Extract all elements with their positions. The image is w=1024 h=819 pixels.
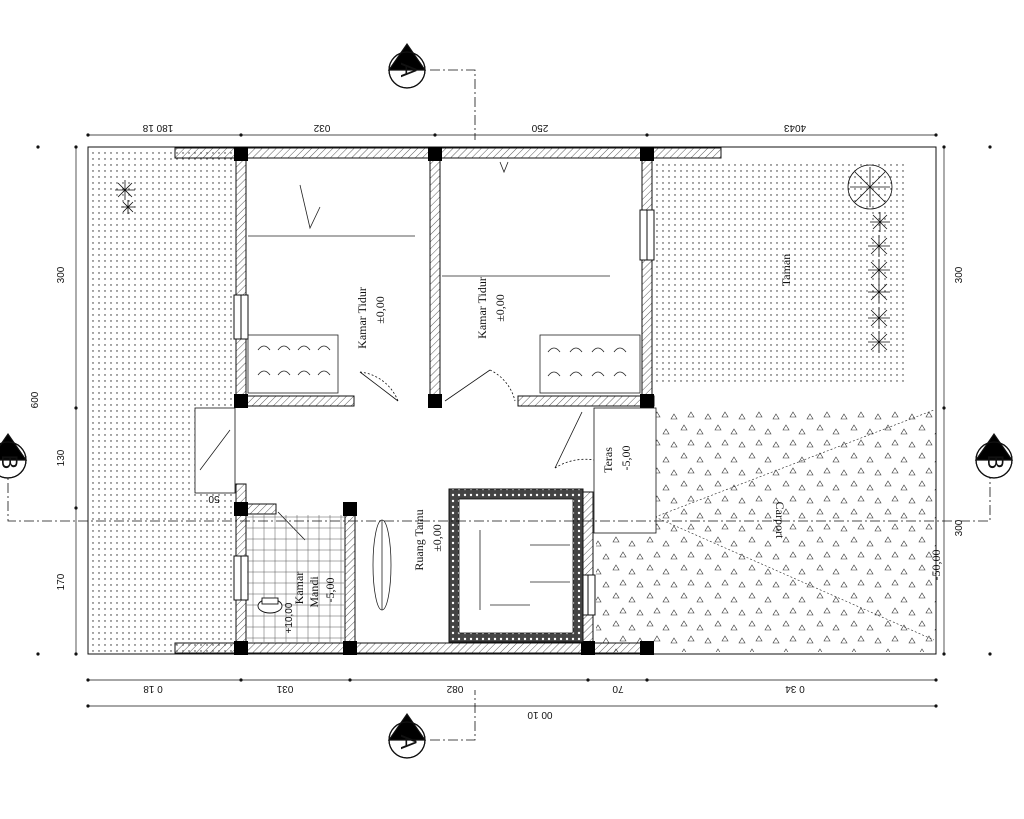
terrace-floor [593,407,657,534]
bed-right [539,334,641,394]
dimension-lines [75,134,945,707]
dim-left-2: 600 [30,391,41,408]
bathroom-tiles [247,515,344,642]
left-landscape [90,149,236,652]
section-label-a-bottom: A [396,735,421,750]
plant-icon [115,180,135,214]
dim-bottom-2: 031 [276,683,293,694]
dim-bottom-total: 00 10 [527,709,552,720]
room-label-carport: Carport [773,502,787,539]
dimension-ticks [36,133,992,708]
tree-icon [847,164,893,210]
dim-top-1: 180 18 [142,122,173,133]
columns [234,147,654,655]
cabinet-lines [479,530,570,610]
carport-diagonal [654,409,935,518]
wardrobe-lines [248,161,610,277]
section-label-a-top: A [396,63,421,78]
room-label-bathroom-2: Mandi [307,576,321,608]
room-label-bedroom-right: Kamar Tidur [475,277,489,339]
room-label-terrace: Teras [601,447,615,473]
garden-area [654,160,908,383]
dim-right-1: 300 [954,266,965,283]
step-line [199,429,231,471]
windows [233,209,655,616]
section-label-b-right: B [983,455,1008,470]
feature-wall-inner [458,498,574,634]
carport-diagonal-2 [654,516,935,641]
dim-top-3: 250 [531,122,548,133]
site-boundary [87,146,937,655]
room-label-bathroom: Kamar [292,572,306,605]
room-level-living: ±0,00 [430,524,444,552]
dim-bottom-1: 0 18 [143,683,163,694]
dim-top-2: 032 [313,122,330,133]
section-markers [0,42,1014,759]
room-level-bedroom-right: ±0,00 [493,294,507,322]
room-label-bedroom-left: Kamar Tidur [355,287,369,349]
bathroom-floor-mark: +10,00 [284,602,295,633]
room-level-carport: -50,00 [929,550,943,581]
room-label-garden: Taman [779,254,793,286]
room-level-bedroom-left: ±0,00 [373,296,387,324]
sofa [372,519,392,611]
dim-top-4: 4043 [783,122,806,133]
dim-bottom-4: 70 [612,683,624,694]
shrub-row-icon [868,212,890,353]
dim-step-width: 50 [208,493,220,504]
dim-bottom-5: 0 34 [785,683,805,694]
dim-left-3: 130 [56,449,67,466]
dim-right-2: 300 [954,519,965,536]
bathroom-fixtures [257,597,283,614]
dim-left-4: 170 [56,573,67,590]
dim-left-1: 300 [56,266,67,283]
room-level-terrace: -5,00 [619,446,633,471]
section-label-b-left: B [0,455,22,470]
room-level-bathroom: -5,00 [323,578,337,603]
dim-bottom-3: 082 [446,683,463,694]
bed-left [247,334,339,394]
room-label-living: Ruang Tamu [412,509,426,570]
